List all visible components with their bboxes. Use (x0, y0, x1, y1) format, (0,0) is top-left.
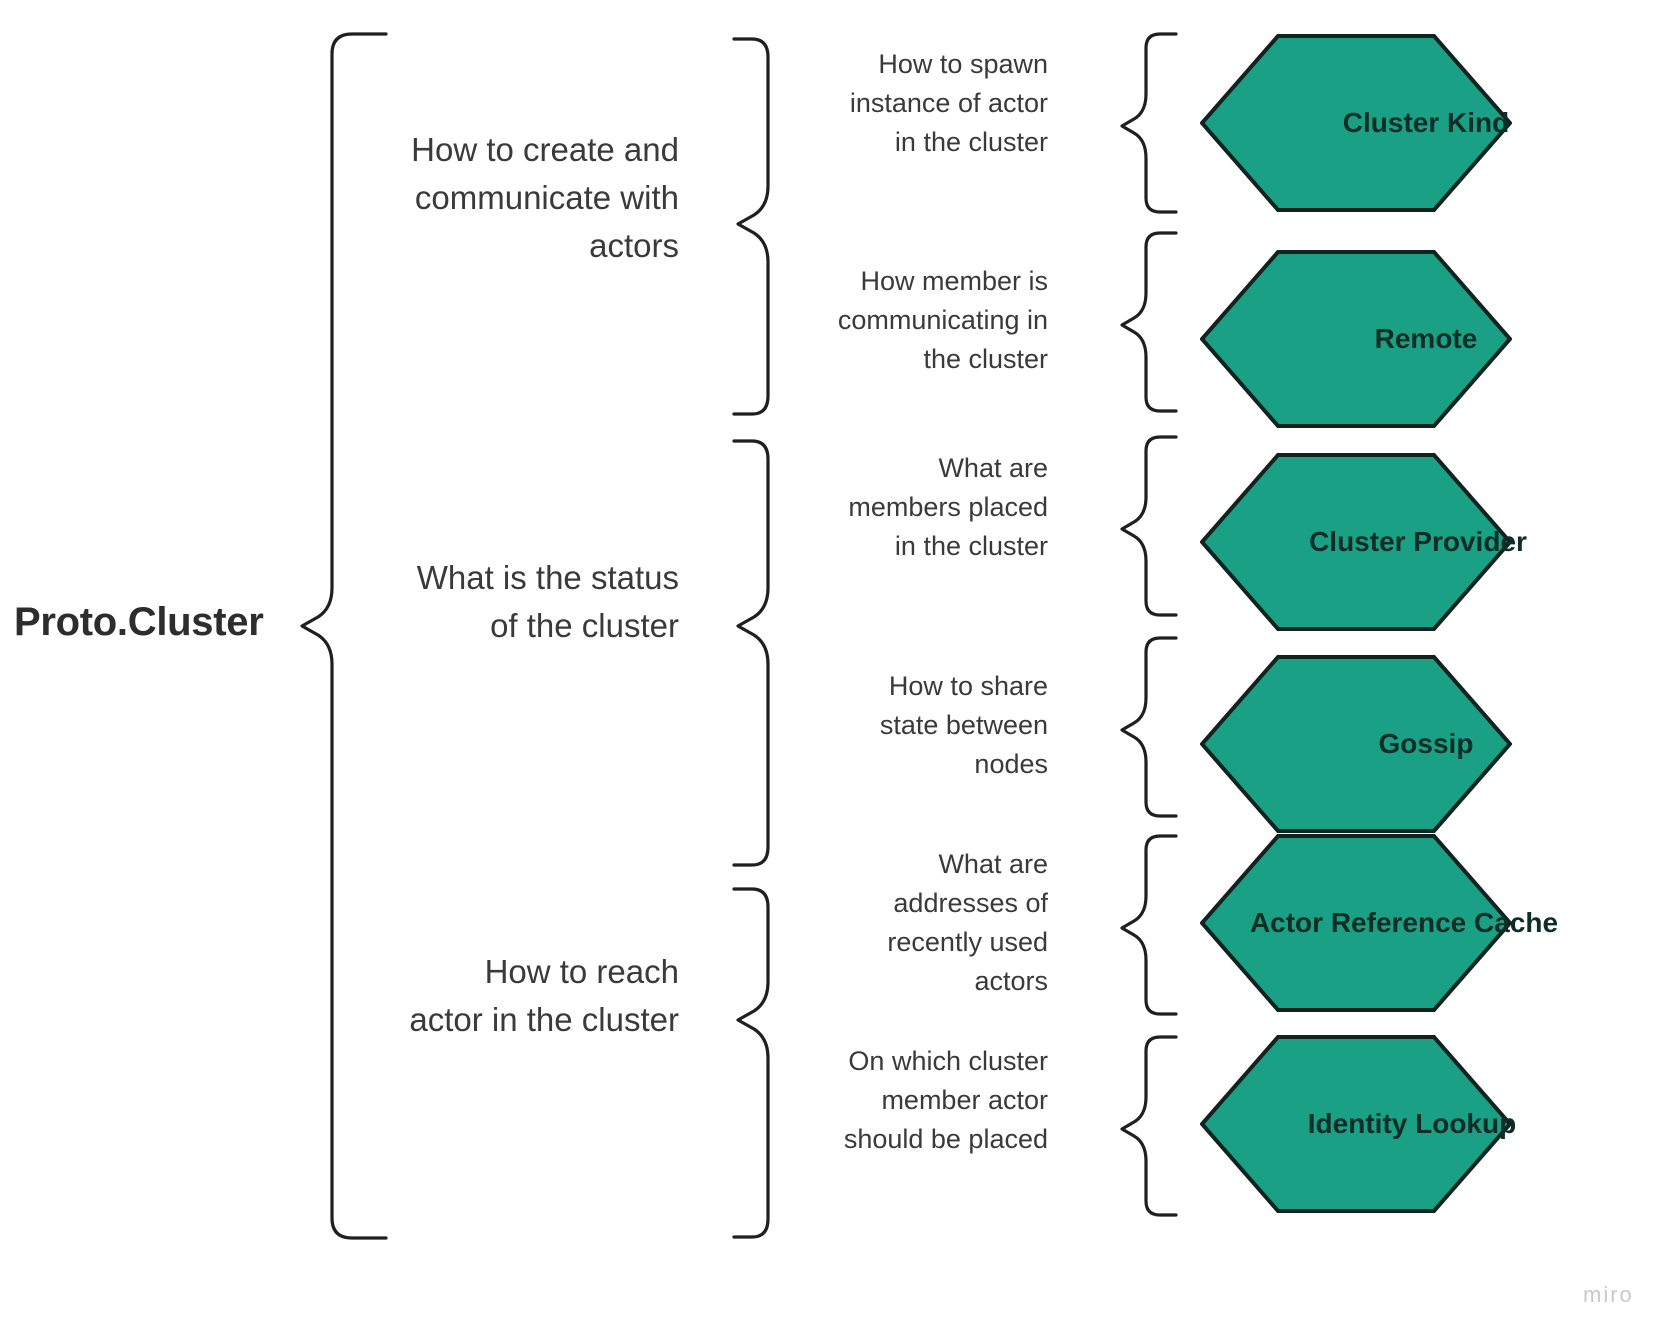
question-label-2-1: On which cluster member actor should be … (843, 1046, 1048, 1154)
component-node-cluster-kind[interactable]: Cluster Kind (1200, 34, 1512, 212)
component-node-cluster-provider[interactable]: Cluster Provider (1200, 453, 1527, 631)
component-label: Cluster Kind (1342, 107, 1510, 138)
brace-level3-0 (1120, 32, 1178, 214)
component-label: Cluster Provider (1309, 526, 1527, 557)
component-label: Identity Lookup (1307, 1108, 1517, 1139)
hexagon-shape (1200, 834, 1512, 1012)
brace-level3-5 (1120, 1035, 1178, 1217)
hexagon-shape (1200, 1035, 1512, 1213)
brace-level3-1 (1120, 231, 1178, 413)
brace-level2-group-2 (732, 887, 770, 1239)
component-node-gossip[interactable]: Gossip (1200, 655, 1512, 833)
component-label: Actor Reference Cache (1249, 907, 1559, 938)
brace-level2-group-0 (732, 37, 770, 416)
group-label-1: What is the status of the cluster (416, 559, 679, 644)
hexagon-shape (1200, 34, 1512, 212)
miro-watermark: miro (1583, 1282, 1634, 1307)
hexagon-shape (1200, 453, 1512, 631)
brace-level2-group-1 (732, 439, 770, 867)
hexagon-shape (1200, 655, 1512, 833)
brace-level3-2 (1120, 435, 1178, 617)
hexagon-shape (1200, 250, 1512, 428)
component-node-remote[interactable]: Remote (1200, 250, 1512, 428)
group-label-0: How to create and communicate with actor… (411, 131, 679, 264)
brace-level1 (300, 32, 388, 1240)
brace-level3-3 (1120, 636, 1178, 818)
root-label: Proto.Cluster (14, 600, 264, 644)
question-label-1-0: What are members placed in the cluster (848, 453, 1048, 561)
group-label-2: How to reach actor in the cluster (409, 953, 679, 1038)
component-node-identity-lookup[interactable]: Identity Lookup (1200, 1035, 1516, 1213)
component-node-actor-reference-cache[interactable]: Actor Reference Cache (1200, 834, 1558, 1012)
question-label-2-0: What are addresses of recently used acto… (887, 849, 1048, 996)
brace-level3-4 (1120, 834, 1178, 1016)
component-label: Remote (1374, 323, 1478, 354)
question-label-0-1: How member is communicating in the clust… (837, 266, 1048, 374)
question-label-1-1: How to share state between nodes (879, 671, 1048, 779)
question-label-0-0: How to spawn instance of actor in the cl… (849, 49, 1048, 157)
component-label: Gossip (1378, 728, 1474, 759)
